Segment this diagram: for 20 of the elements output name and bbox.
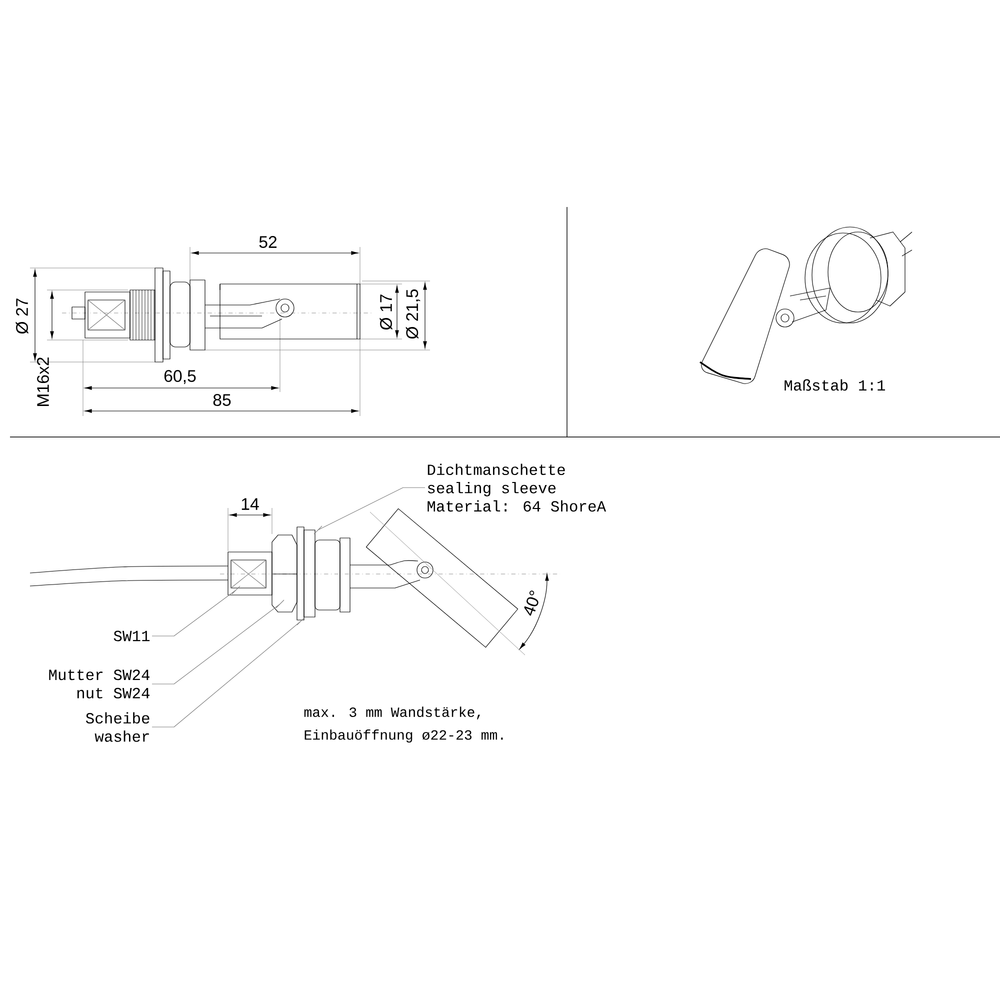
note-text: max. 3 mm Wandstärke, [304,706,480,720]
callout-text: Dichtmanschette sealing sleeve Material: 64 ShoreA [428,464,606,512]
scale-note: Maßstab 1:1 [784,379,886,391]
callout-text: Mutter SW24 nut SW24 [49,670,150,698]
dimension-label: Ø 21,5 [406,289,420,339]
leader-line [152,616,306,728]
dimension-label: 85 [213,394,231,406]
dimension-label: Ø 27 [16,298,28,334]
leader-line [152,600,284,684]
angle-label: 40° [524,590,538,616]
dimension-label: M16x2 [37,358,49,406]
dimension-label: 60,5 [164,370,196,384]
callout-text: SW11 [114,630,150,642]
dimension-label: Ø 17 [380,294,392,330]
note-text: Einbauöffnung ø22-23 mm. [304,729,503,743]
callout-text: Scheibe washer [86,712,150,742]
leader-line [314,487,426,534]
dimension-label: 52 [259,236,277,248]
dimension-label: 14 [242,498,259,510]
leader-line [152,586,240,636]
